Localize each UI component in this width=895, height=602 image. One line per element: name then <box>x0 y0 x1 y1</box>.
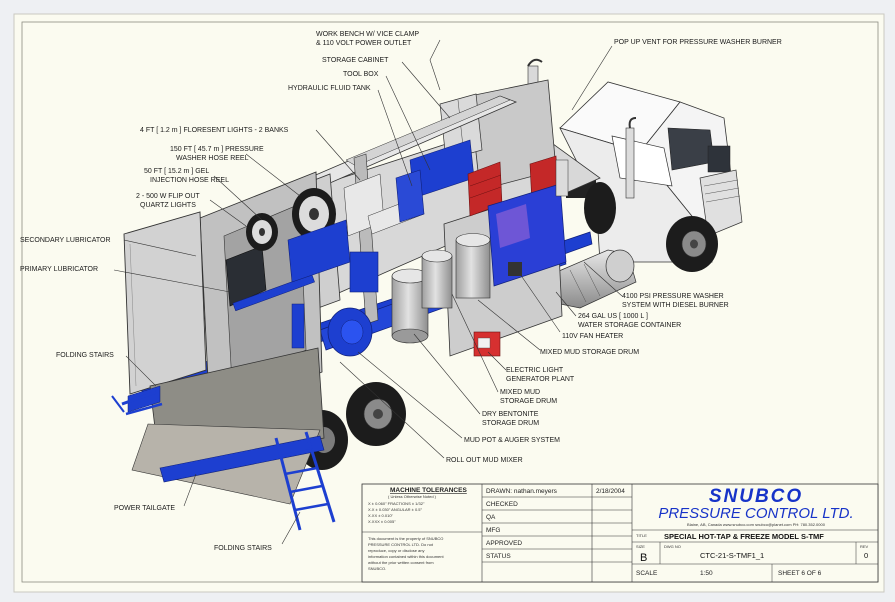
callout-tool-box: TOOL BOX <box>343 71 379 78</box>
callout-mixed-mud-drum: MIXED MUD STORAGE DRUM <box>540 349 639 356</box>
callout-bentonite-1: DRY BENTONITE <box>482 411 539 418</box>
notice-line-1: This document is the property of SNUBCO <box>368 536 443 541</box>
callout-mud-pot: MUD POT & AUGER SYSTEM <box>464 437 560 444</box>
callout-gel-reel-1: 50 FT [ 15.2 m ] GEL <box>144 168 209 175</box>
front-wheel <box>666 216 718 272</box>
dwg-no-value: CTC-21-S-TMF1_1 <box>700 551 764 560</box>
mixed-mud-drum-2 <box>455 233 491 299</box>
qa-label: QA <box>486 514 496 521</box>
tolerance-row-3: X.XX ± 0.010" <box>368 513 394 518</box>
gel-injection-hose-reel <box>246 213 278 251</box>
company-address: Blaine, AB, Canada www.snubco.com snubco… <box>687 522 826 527</box>
folding-stairs-rear <box>274 431 336 531</box>
sheet-number: SHEET 6 OF 6 <box>778 570 822 577</box>
swing-door <box>123 211 207 395</box>
callout-fan-heater: 110V FAN HEATER <box>562 333 623 340</box>
callout-mixed-drum2-2: STORAGE DRUM <box>500 398 557 405</box>
callout-mud-mixer: ROLL OUT MUD MIXER <box>446 457 523 464</box>
status-label: STATUS <box>486 553 511 560</box>
callout-work-bench: WORK BENCH W/ VICE CLAMP <box>316 31 419 38</box>
callout-hydraulic-tank: HYDRAULIC FLUID TANK <box>288 85 371 92</box>
notice-line-2: PRESSURE CONTROL LTD. Do not <box>368 542 434 547</box>
company-logo-line-1: SNUBCO <box>709 486 803 507</box>
hydraulic-cylinder <box>349 251 379 293</box>
scale-label: SCALE <box>636 570 658 577</box>
size-value: B <box>640 552 647 564</box>
title-label: TITLE <box>636 533 647 538</box>
scale-value: 1:50 <box>700 570 713 577</box>
callout-folding-stairs-top: FOLDING STAIRS <box>56 352 114 359</box>
callout-washer-1: 4100 PSI PRESSURE WASHER <box>622 293 724 300</box>
generator-plant <box>473 331 501 357</box>
leader-lines <box>113 39 623 545</box>
notice-line-5: without the prior written consent from <box>368 560 434 565</box>
callout-quartz-2: QUARTZ LIGHTS <box>140 202 196 209</box>
fan-heater <box>508 262 522 276</box>
rev-value: 0 <box>864 551 868 560</box>
callout-storage-cabinet: STORAGE CABINET <box>322 57 389 64</box>
water-storage-tank <box>551 249 637 309</box>
folding-stairs-side <box>111 390 163 416</box>
mixed-mud-drum-1 <box>421 249 453 309</box>
callout-power-tailgate: POWER TAILGATE <box>114 505 175 512</box>
mfg-label: MFG <box>486 527 500 534</box>
callout-folding-stairs-bottom: FOLDING STAIRS <box>214 545 272 552</box>
size-label: SIZE <box>636 544 645 549</box>
notice-line-6: SNUBCO. <box>368 566 386 571</box>
callout-hose-reel-2: WASHER HOSE REEL <box>176 155 249 162</box>
roof-rib <box>345 95 511 167</box>
callout-water-2: WATER STORAGE CONTAINER <box>578 322 681 329</box>
dry-bentonite-drum <box>391 268 429 344</box>
callout-bentonite-2: STORAGE DRUM <box>482 420 539 427</box>
callout-pop-up-vent: POP UP VENT FOR PRESSURE WASHER BURNER <box>614 39 782 46</box>
tolerances-subtitle: ( Unless Otherwise Noted ) <box>388 494 437 499</box>
callout-power-outlet: & 110 VOLT POWER OUTLET <box>316 40 412 47</box>
callout-gel-reel-2: INJECTION HOSE REEL <box>150 177 229 184</box>
company-logo-line-2: PRESSURE CONTROL LTD. <box>658 505 853 522</box>
dwg-no-label: DWG NO <box>664 544 681 549</box>
notice-line-3: reproduce, copy or disclose any <box>368 548 424 553</box>
callout-generator-2: GENERATOR PLANT <box>506 376 575 383</box>
middle-wheel <box>584 182 616 234</box>
callout-washer-2: SYSTEM WITH DIESEL BURNER <box>622 302 729 309</box>
drawn-by: DRAWN: nathan.meyers <box>486 488 558 495</box>
callout-generator-1: ELECTRIC LIGHT <box>506 367 564 374</box>
tolerances-title: MACHINE TOLERANCES <box>390 487 467 494</box>
blue-lower-cabinet <box>287 219 351 283</box>
callout-secondary-lubricator: SECONDARY LUBRICATOR <box>20 237 111 244</box>
callout-labels: WORK BENCH W/ VICE CLAMP & 110 VOLT POWE… <box>20 31 782 552</box>
approved-label: APPROVED <box>486 540 522 547</box>
tolerance-row-4: X.XXX ± 0.005" <box>368 519 396 524</box>
callout-mixed-drum2-1: MIXED MUD <box>500 389 540 396</box>
title-block: MACHINE TOLERANCES ( Unless Otherwise No… <box>361 483 879 583</box>
drawing-title: SPECIAL HOT-TAP & FREEZE MODEL S-TMF <box>664 532 824 541</box>
hydraulic-fluid-tank <box>395 169 425 223</box>
checked-label: CHECKED <box>486 501 518 508</box>
rear-wheel <box>346 382 406 446</box>
tolerance-row-2: X.X ± 0.030" ANGULAR ± 0.5° <box>368 507 423 512</box>
rev-label: REV <box>860 544 869 549</box>
notice-line-4: information contained within this docume… <box>368 554 444 559</box>
tolerance-row-1: X ± 0.060" FRACTIONS ± 1/32" <box>368 501 425 506</box>
callout-quartz-1: 2 - 500 W FLIP OUT <box>136 193 200 200</box>
diesel-burner <box>555 159 569 197</box>
callout-fluorescent-lights: 4 FT [ 1.2 m ] FLORESENT LIGHTS - 2 BANK… <box>140 127 289 134</box>
washer-purple-panel <box>496 204 530 248</box>
rear-window <box>225 245 267 307</box>
tailgate-blue-lip <box>159 435 325 483</box>
mud-pot-auger <box>291 303 373 357</box>
callout-primary-lubricator: PRIMARY LUBRICATOR <box>20 266 98 273</box>
callout-water-1: 264 GAL US [ 1000 L ] <box>578 313 648 320</box>
drawn-date: 2/18/2004 <box>596 488 625 495</box>
callout-hose-reel-1: 150 FT [ 45.7 m ] PRESSURE <box>170 146 264 153</box>
blue-pipe <box>232 274 315 312</box>
